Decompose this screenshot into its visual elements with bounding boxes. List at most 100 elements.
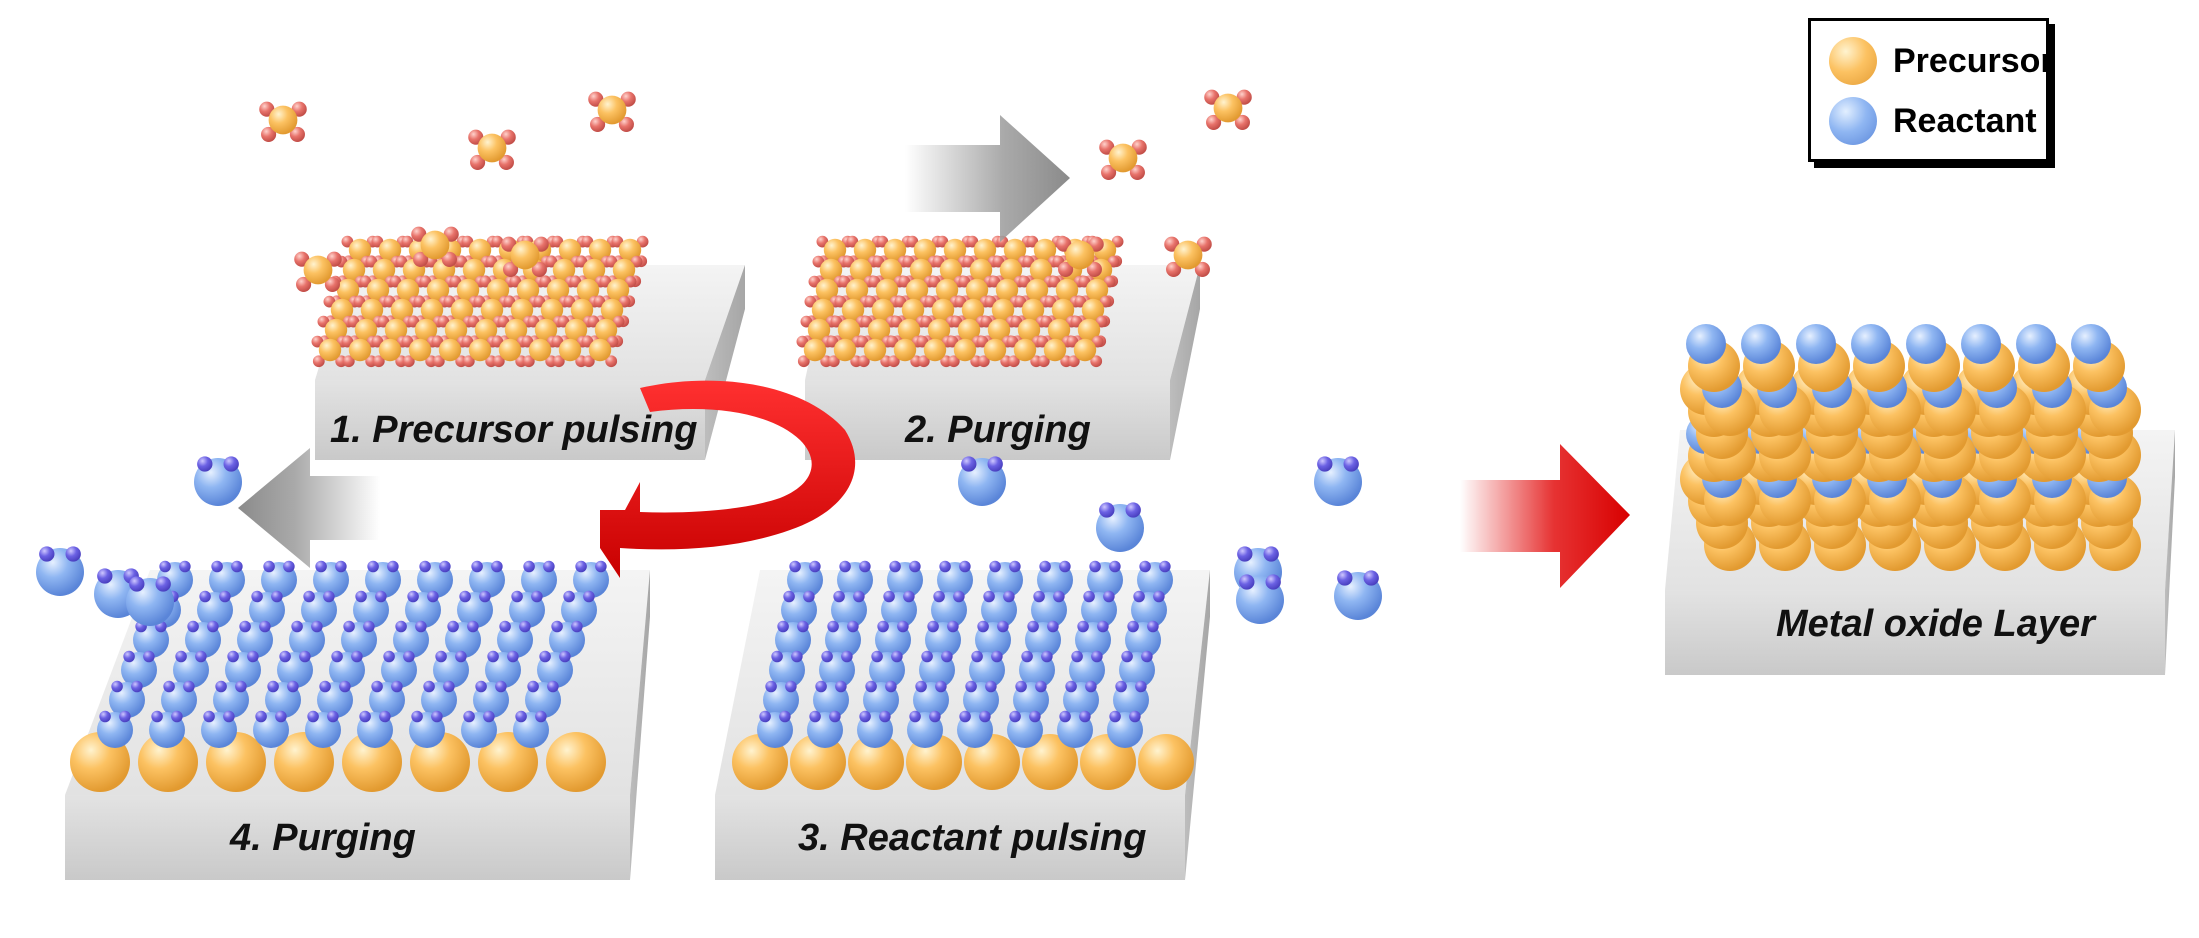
reactant-ligand-atom (997, 620, 1009, 633)
precursor-atom (426, 278, 450, 302)
precursor-atom (875, 278, 899, 302)
reactant-ligand-atom (335, 560, 347, 573)
reactant-ligand-atom (765, 680, 777, 693)
precursor-atom (474, 318, 498, 342)
ligand-atom (531, 261, 547, 277)
legend-item-precursor: Precursor (1829, 33, 2054, 89)
reactant-ligand-atom (783, 590, 795, 603)
reactant-ligand-atom (183, 680, 195, 693)
precursor-atom (570, 298, 594, 322)
ligand-atom (312, 355, 325, 368)
precursor-atom (558, 338, 582, 362)
reactant-ligand-atom (111, 680, 123, 693)
precursor-atom (582, 258, 606, 282)
reactant-ligand-atom (1041, 650, 1053, 663)
reactant-ligand-atom (1091, 650, 1103, 663)
reactant-ligand-atom (985, 680, 997, 693)
reactant-ligand-atom (375, 590, 387, 603)
precursor-atom (867, 318, 891, 342)
reactant-ligand-atom (275, 710, 287, 723)
reactant-ligand-atom (307, 710, 319, 723)
reactant-ligand-atom (959, 560, 971, 573)
ligand-atom (947, 355, 960, 368)
reactant-ligand-atom (443, 680, 455, 693)
reactant-ligand-atom (391, 680, 403, 693)
ligand-atom (1206, 114, 1222, 130)
reactant-ligand-atom (839, 560, 851, 573)
reactant-ligand-atom (395, 620, 407, 633)
precursor-atom (995, 278, 1019, 302)
reactant-ligand-atom (1109, 560, 1121, 573)
ligand-atom (590, 116, 606, 132)
reactant-ligand-atom (455, 650, 467, 663)
reactant-ligand-atom (175, 650, 187, 663)
reactant-ligand-atom (989, 560, 1001, 573)
precursor-atom (853, 238, 877, 262)
reactant-ligand-atom (1033, 590, 1045, 603)
reactant-ligand-atom (1265, 574, 1281, 590)
reactant-ligand-atom (271, 590, 283, 603)
precursor-atom (576, 278, 600, 302)
substrate-front (65, 795, 630, 880)
precursor-atom (330, 298, 354, 322)
precursor-atom (138, 732, 198, 792)
reactant-ligand-atom (1239, 574, 1255, 590)
reactant-ligand-atom (419, 560, 431, 573)
precursor-atom (1003, 238, 1027, 262)
ligand-atom (917, 355, 930, 368)
reactant-ligand-atom (935, 680, 947, 693)
reactant-ligand-atom (231, 560, 243, 573)
precursor-atom (983, 338, 1007, 362)
ligand-atom (827, 355, 840, 368)
precursor-atom (546, 732, 606, 792)
reactant-ligand-atom (859, 710, 871, 723)
ligand-atom (1037, 355, 1050, 368)
ligand-atom (582, 355, 595, 368)
precursor-atom (486, 278, 510, 302)
reactant-ligand-atom (979, 710, 991, 723)
precursor-atom (1085, 278, 1109, 302)
reactant-ligand-atom (1027, 620, 1039, 633)
reactant-ligand-atom (475, 680, 487, 693)
reactant-ligand-atom (547, 680, 559, 693)
precursor-atom (480, 298, 504, 322)
precursor-atom (478, 732, 538, 792)
precursor-atom (510, 298, 534, 322)
ligand-atom (605, 355, 618, 368)
precursor-atom (871, 298, 895, 322)
precursor-atom (450, 298, 474, 322)
reactant-ligand-atom (1065, 680, 1077, 693)
precursor-atom (999, 258, 1023, 282)
precursor-atom (1080, 734, 1136, 790)
precursor-atom (384, 318, 408, 342)
precursor-atom (1108, 143, 1138, 173)
reactant-ligand-atom (1139, 560, 1151, 573)
ligand-atom (296, 276, 312, 292)
precursor-atom (1025, 278, 1049, 302)
reactant-ligand-atom (523, 560, 535, 573)
precursor-atom (468, 338, 492, 362)
reactant-ligand-atom (889, 560, 901, 573)
reactant-ligand-atom (927, 620, 939, 633)
reactant-ligand-atom (143, 650, 155, 663)
step-4-label: 4. Purging (229, 817, 416, 859)
reactant-ligand-atom (197, 456, 213, 472)
precursor-atom (396, 278, 420, 302)
precursor-atom (943, 238, 967, 262)
cycle-arrow (600, 380, 856, 578)
reactant-ligand-atom (403, 650, 415, 663)
precursor-atom (833, 338, 857, 362)
reactant-ligand-atom (1077, 620, 1089, 633)
precursor-atom (324, 318, 348, 342)
reactant-ligand-atom (411, 710, 423, 723)
reactant-ligand-atom (991, 650, 1003, 663)
reactant-ligand-atom (519, 620, 531, 633)
ligand-atom (1058, 261, 1074, 277)
precursor-atom (845, 278, 869, 302)
reactant-ligand-atom (159, 560, 171, 573)
reactant-ligand-atom (865, 680, 877, 693)
reactant-ligand-atom (953, 590, 965, 603)
reactant-ligand-atom (155, 576, 171, 592)
precursor-atom (909, 258, 933, 282)
precursor-atom (1213, 93, 1243, 123)
